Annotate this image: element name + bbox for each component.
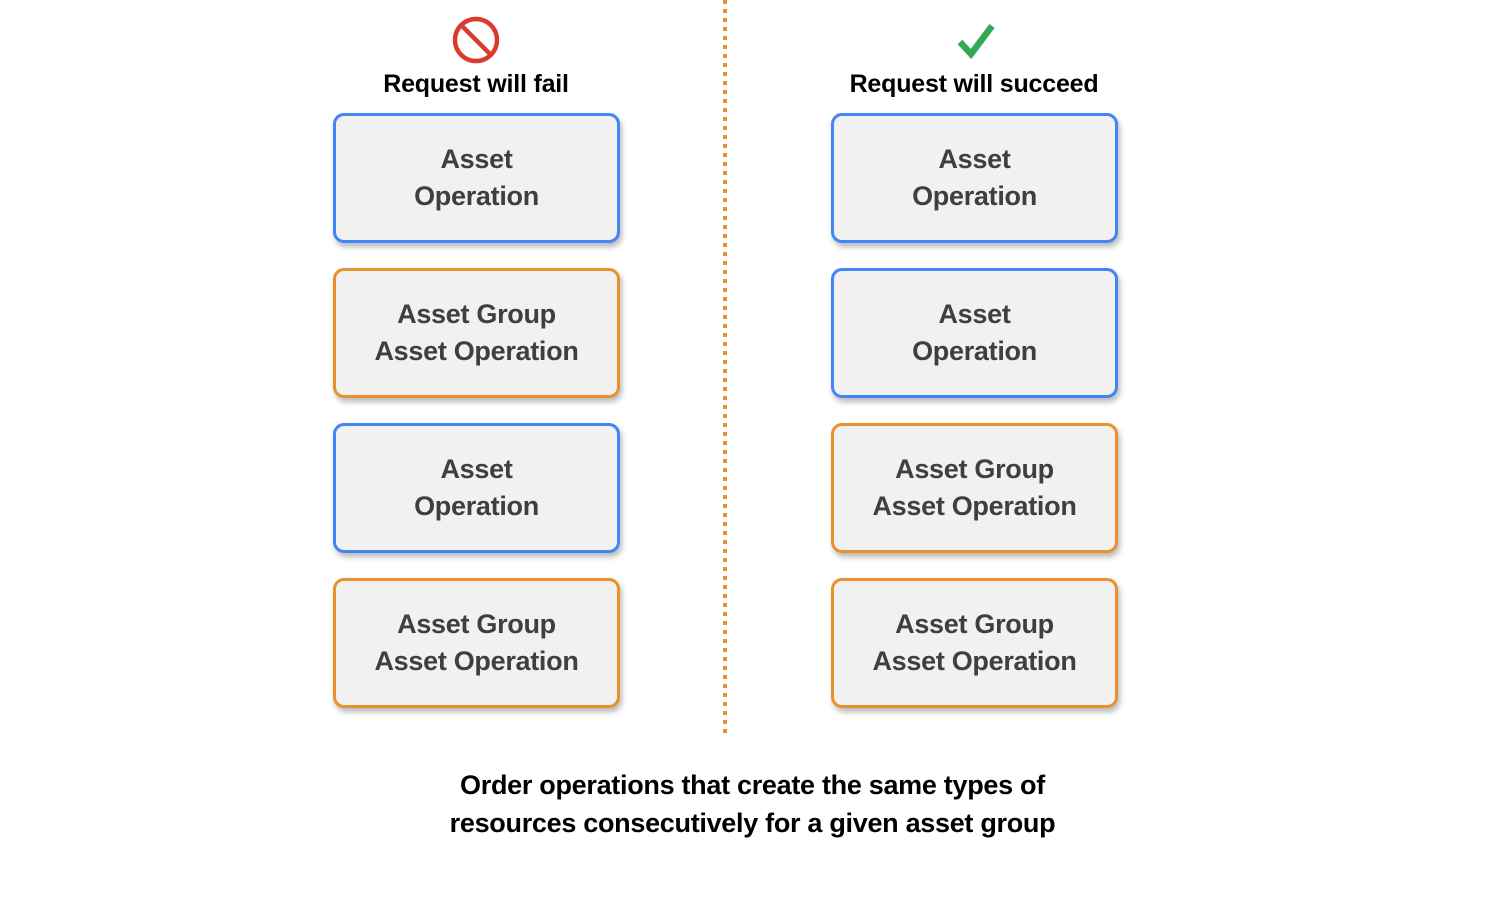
no-entry-icon [452, 16, 500, 64]
card-label: Asset Operation [912, 299, 1037, 366]
card-asset-operation[interactable]: Asset Operation [831, 113, 1118, 243]
column-title-fail: Request will fail [383, 70, 569, 98]
card-asset-operation[interactable]: Asset Operation [831, 268, 1118, 398]
card-asset-group-asset-operation[interactable]: Asset Group Asset Operation [333, 578, 620, 708]
card-asset-operation[interactable]: Asset Operation [333, 113, 620, 243]
card-asset-group-asset-operation[interactable]: Asset Group Asset Operation [831, 423, 1118, 553]
column-divider [723, 0, 727, 737]
card-asset-group-asset-operation[interactable]: Asset Group Asset Operation [831, 578, 1118, 708]
card-label: Asset Group Asset Operation [374, 609, 579, 676]
card-label: Asset Group Asset Operation [872, 609, 1077, 676]
card-label: Asset Group Asset Operation [872, 454, 1077, 521]
column-title-succeed: Request will succeed [849, 70, 1099, 98]
column-header-fail: Request will fail [326, 14, 626, 98]
divider-dotted-line [723, 0, 727, 737]
check-mark-icon [957, 24, 995, 60]
card-stack-fail: Asset Operation Asset Group Asset Operat… [333, 113, 620, 733]
card-label: Asset Group Asset Operation [374, 299, 579, 366]
column-header-succeed: Request will succeed [824, 14, 1124, 98]
card-label: Asset Operation [414, 454, 539, 521]
diagram-caption: Order operations that create the same ty… [449, 770, 1056, 838]
card-label: Asset Operation [912, 144, 1037, 211]
card-label: Asset Operation [414, 144, 539, 211]
card-stack-succeed: Asset Operation Asset Operation Asset Gr… [831, 113, 1118, 733]
card-asset-operation[interactable]: Asset Operation [333, 423, 620, 553]
card-asset-group-asset-operation[interactable]: Asset Group Asset Operation [333, 268, 620, 398]
